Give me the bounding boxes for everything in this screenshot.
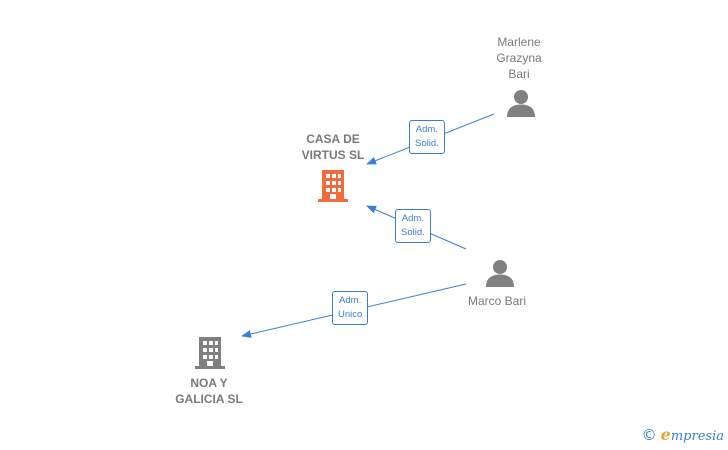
building-icon[interactable] [193, 335, 227, 371]
edge-label-marco-noa: Adm. Unico [332, 291, 369, 325]
person-icon[interactable] [485, 258, 515, 288]
person-label-marlene-grazyna-bari[interactable]: Marlene Grazyna Bari [496, 35, 542, 81]
person-label-marco-bari[interactable]: Marco Bari [467, 294, 526, 308]
brand-logo[interactable]: empresia [660, 425, 724, 444]
brand-footer: © empresia [642, 425, 724, 444]
edge-label-marco-casa: Adm. Solid. [395, 209, 431, 243]
company-label-casa-de-virtus[interactable]: CASA DE VIRTUS SL [301, 132, 365, 162]
building-icon[interactable] [316, 168, 350, 204]
company-label-noa-y-galicia[interactable]: NOA Y GALICIA SL [175, 376, 243, 406]
copyright-symbol: © [641, 425, 657, 444]
edge-label-marlene-casa: Adm. Solid. [409, 120, 445, 154]
person-icon[interactable] [506, 88, 536, 118]
